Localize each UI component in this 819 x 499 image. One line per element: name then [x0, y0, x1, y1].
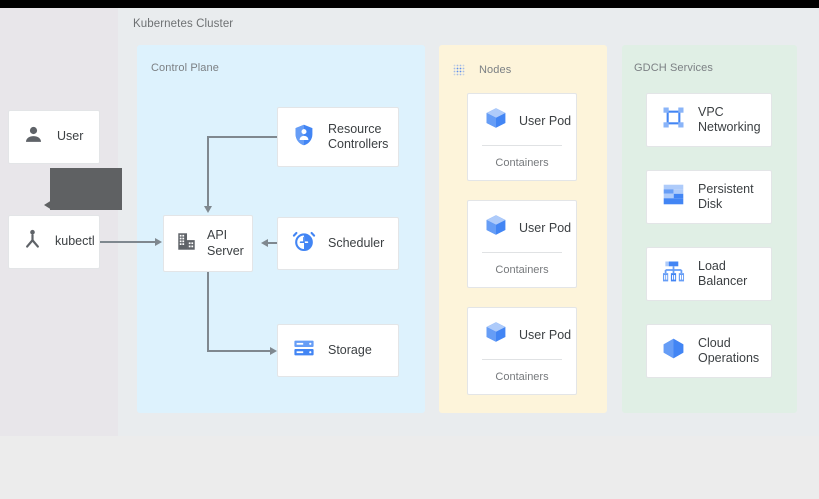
card-api-server[interactable]: API Server: [163, 215, 253, 272]
cube-icon: [484, 106, 508, 135]
card-user-pod[interactable]: User Pod Containers: [467, 307, 577, 395]
tooltip-block: [50, 168, 122, 210]
pod-containers-label: Containers: [495, 371, 549, 383]
cube-icon: [484, 213, 508, 242]
card-persistent-disk[interactable]: Persistent Disk: [646, 170, 772, 224]
panel-label-gdch-services: GDCH Services: [634, 62, 713, 74]
pod-header: User Pod: [468, 308, 576, 359]
shield-person-icon: [292, 123, 316, 152]
card-kubectl-label: kubectl: [55, 234, 95, 249]
load-balancer-icon: [661, 259, 686, 289]
card-resource-controllers-label: Resource Controllers: [328, 121, 389, 151]
cube-icon: [484, 320, 508, 349]
card-user-pod[interactable]: User Pod Containers: [467, 200, 577, 288]
alarm-clock-icon: [292, 229, 316, 258]
card-persistent-disk-label: Persistent Disk: [698, 181, 754, 211]
persistent-disk-icon: [661, 182, 686, 212]
card-api-server-label: API Server: [207, 228, 244, 258]
card-user-pod-label: User Pod: [519, 113, 572, 128]
card-resource-controllers[interactable]: Resource Controllers: [277, 107, 399, 167]
arrowhead-resctl-to-api-server: [203, 206, 212, 213]
card-user[interactable]: User: [8, 110, 100, 164]
cloud-operations-icon: [661, 336, 686, 366]
pod-containers-label: Containers: [495, 157, 549, 169]
connector-resctl-to-api-horizontal: [207, 136, 278, 138]
tooltip-block-tail: [44, 200, 52, 210]
card-user-label: User: [57, 129, 84, 144]
panel-label-control-plane: Control Plane: [151, 62, 219, 74]
divider: [482, 359, 562, 360]
top-black-bar-notch: [0, 0, 118, 8]
top-black-bar: [0, 0, 819, 8]
card-storage[interactable]: Storage: [277, 324, 399, 377]
card-storage-label: Storage: [328, 342, 372, 357]
connector-api-to-storage-vertical: [207, 272, 209, 351]
panel-label-nodes: Nodes: [479, 64, 512, 76]
arrowhead-kubectl-to-api-server: [155, 237, 162, 246]
card-scheduler-label: Scheduler: [328, 235, 385, 250]
arrowhead-api-to-storage: [270, 347, 277, 355]
card-cloud-operations[interactable]: Cloud Operations: [646, 324, 772, 378]
database-icon: [292, 336, 316, 365]
pod-containers-label: Containers: [495, 264, 549, 276]
vpc-network-icon: [661, 105, 686, 135]
card-cloud-operations-label: Cloud Operations: [698, 335, 760, 365]
page-title: Kubernetes Cluster: [133, 18, 234, 30]
card-scheduler[interactable]: Scheduler: [277, 217, 399, 270]
card-user-pod-label: User Pod: [519, 327, 572, 342]
card-user-pod-label: User Pod: [519, 220, 572, 235]
card-vpc-networking-label: VPC Networking: [698, 104, 761, 134]
dot-grid-icon: [453, 64, 467, 78]
connector-scheduler-to-api-server: [268, 242, 280, 244]
divider: [482, 252, 562, 253]
card-load-balancer-label: Load Balancer: [698, 258, 748, 288]
connector-resctl-to-api-vertical: [207, 136, 209, 206]
connector-kubectl-to-api-server: [100, 241, 155, 243]
building-icon: [176, 231, 197, 257]
card-kubectl[interactable]: kubectl: [8, 215, 100, 269]
connector-api-to-storage-horizontal: [207, 350, 270, 352]
pod-header: User Pod: [468, 201, 576, 252]
card-vpc-networking[interactable]: VPC Networking: [646, 93, 772, 147]
person-icon: [23, 124, 44, 150]
divider: [482, 145, 562, 146]
pod-header: User Pod: [468, 94, 576, 145]
arrowhead-scheduler-to-api-server: [261, 238, 268, 247]
kubectl-icon: [21, 228, 44, 256]
card-user-pod[interactable]: User Pod Containers: [467, 93, 577, 181]
card-load-balancer[interactable]: Load Balancer: [646, 247, 772, 301]
